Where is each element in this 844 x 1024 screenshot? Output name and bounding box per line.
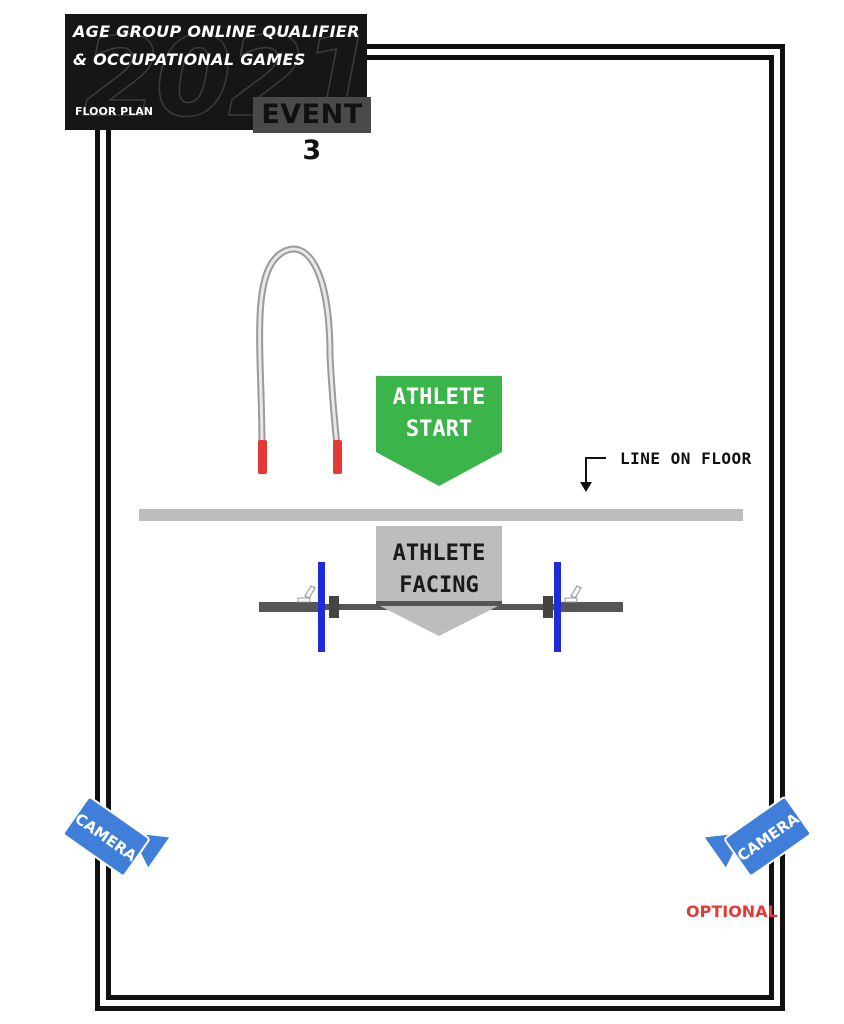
rope-handle-left	[258, 440, 267, 474]
barbell-plate-left	[318, 562, 325, 652]
facing-label-line1: ATHLETE	[392, 541, 486, 566]
athlete-facing-marker: ATHLETE FACING	[376, 526, 502, 636]
camera-right-icon: CAMERA	[701, 796, 812, 877]
title-line-1: AGE GROUP ONLINE QUALIFIER	[73, 22, 360, 41]
floor-line	[139, 509, 743, 521]
athlete-start-marker: ATHLETE START	[376, 376, 502, 488]
rope-handle-right	[333, 440, 342, 474]
barbell-plate-right	[554, 562, 561, 652]
optional-note: OPTIONAL	[686, 902, 778, 921]
facing-arrow-shape	[376, 526, 502, 636]
start-label-line2: START	[405, 417, 473, 442]
floor-plan-label: FLOOR PLAN	[75, 105, 153, 118]
start-arrow-shape	[376, 376, 502, 486]
line-pointer-arrow-icon	[580, 457, 606, 492]
facing-label-line2: FACING	[399, 573, 479, 598]
event-badge: EVENT 3	[253, 97, 371, 166]
title-line-2: & OCCUPATIONAL GAMES	[73, 50, 306, 69]
floor-border-outer	[95, 44, 785, 1011]
start-label-line1: ATHLETE	[392, 385, 486, 410]
jump-rope-icon	[256, 245, 342, 474]
line-on-floor-label: LINE ON FLOOR	[620, 449, 752, 468]
floor-border-inner	[106, 55, 774, 1000]
camera-left-icon: CAMERA	[62, 796, 173, 877]
